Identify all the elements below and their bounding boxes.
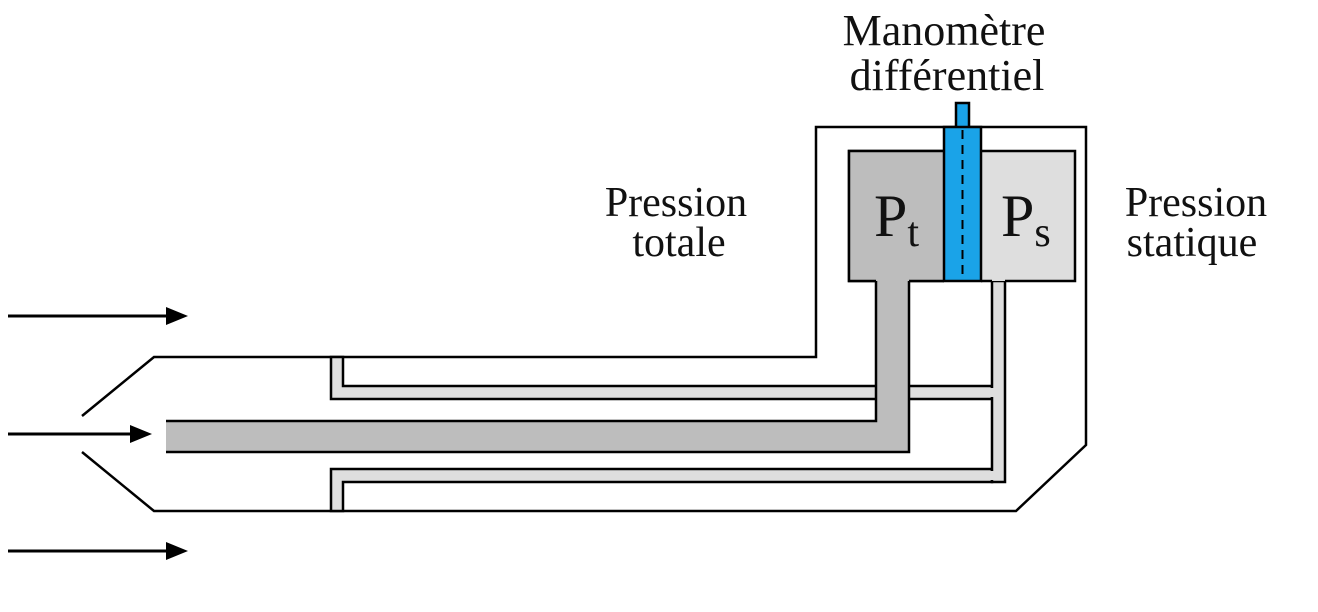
static-pressure-label-line-1: Pression xyxy=(1125,180,1267,226)
static-passage-lower xyxy=(329,467,994,513)
probe-outer-top xyxy=(81,125,1088,513)
total-passage xyxy=(166,281,909,452)
total-pressure-symbol: Pt xyxy=(874,183,919,256)
title-line-2: différentiel xyxy=(850,51,1045,100)
differential-manometer xyxy=(942,101,983,283)
probe-body xyxy=(81,125,1088,513)
title-line-1: Manomètre xyxy=(843,6,1046,55)
total-pressure-passage xyxy=(166,281,911,454)
static-pressure-symbol-main: P xyxy=(1001,183,1034,249)
arrow-right-icon xyxy=(8,307,188,325)
static-passage-riser xyxy=(990,279,1007,484)
flow-arrows xyxy=(8,307,188,560)
static-pressure-symbol-sub: s xyxy=(1034,210,1050,256)
total-pressure-label-line-2: totale xyxy=(632,220,725,266)
static-pressure-passage xyxy=(329,279,1007,513)
static-pressure-label-line-2: statique xyxy=(1127,220,1258,266)
manometer-chambers xyxy=(847,149,1077,283)
arrow-right-icon xyxy=(8,542,188,560)
total-pressure-label-line-1: Pression xyxy=(605,180,747,226)
total-pressure-symbol-sub: t xyxy=(907,210,919,256)
arrow-right-icon xyxy=(8,425,152,443)
static-pressure-chamber-fill xyxy=(981,151,1075,281)
total-pressure-symbol-main: P xyxy=(874,183,907,249)
static-pressure-symbol: Ps xyxy=(1001,183,1051,256)
